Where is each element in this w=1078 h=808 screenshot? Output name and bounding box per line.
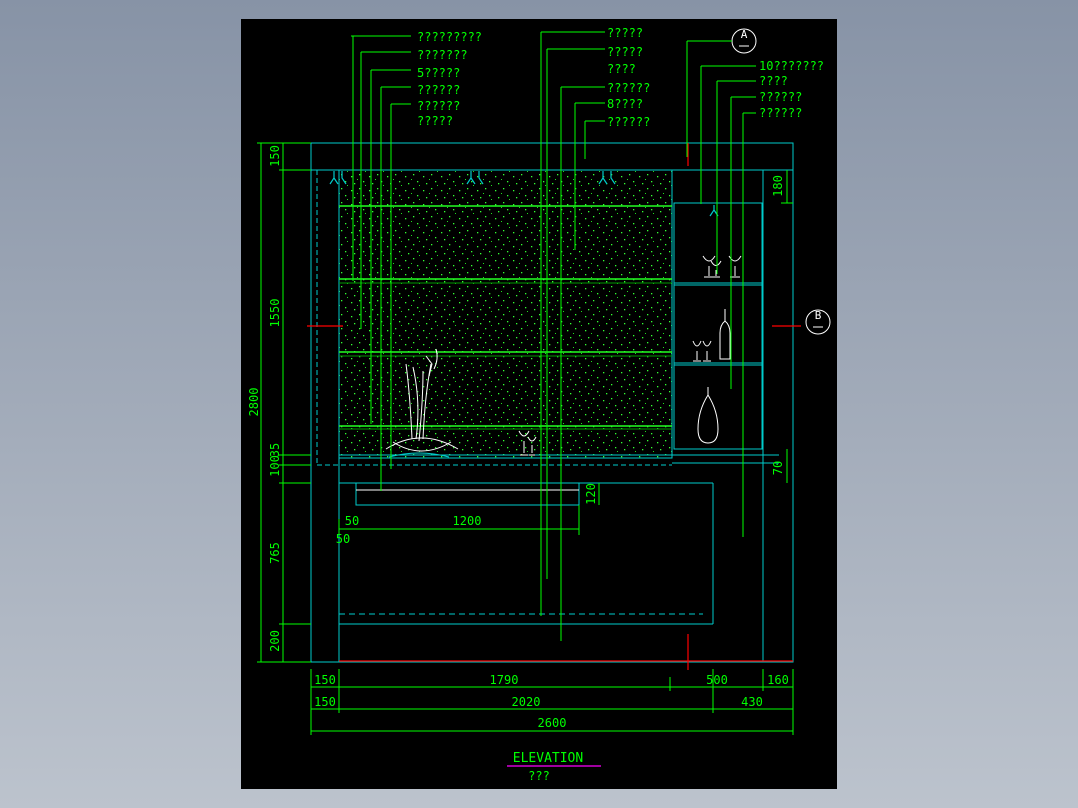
counter [339, 482, 714, 625]
dim-label: 1200 [453, 514, 482, 528]
plant [385, 348, 459, 458]
glassware [518, 255, 742, 456]
callout-label: 5????? [417, 66, 460, 80]
dim-label: 150 [314, 695, 336, 709]
dim-label: 200 [268, 630, 282, 652]
dim-label: 2800 [247, 388, 261, 417]
dimensions-left [257, 142, 311, 663]
callout-label: ????? [607, 26, 643, 40]
dimension-labels-right: 180 70 [771, 175, 785, 475]
dimensions-inner [338, 483, 600, 535]
callouts-mid: ????? ????? ???? ?????? 8???? ?????? [607, 26, 650, 129]
dimension-labels-bottom: 150 1790 500 160 150 2020 430 2600 [314, 673, 789, 730]
section-marker-a-label: A [741, 28, 748, 41]
axis-marks [307, 143, 801, 670]
callout-label: ???? [759, 74, 788, 88]
dim-label: 35 [268, 443, 282, 457]
drawing-title: ELEVATION ??? [507, 751, 601, 783]
callouts-right: 10??????? ???? ?????? ?????? [759, 59, 824, 120]
callout-label: ?????? [417, 99, 460, 113]
callout-label: ?????? [759, 106, 802, 120]
callout-label: ?????? [607, 81, 650, 95]
dimensions-bottom [310, 669, 794, 735]
cad-viewport[interactable]: A B ????????? ??????? 5????? ?????? ????… [241, 19, 837, 789]
dim-label: 2600 [538, 716, 567, 730]
leader-lines [351, 31, 756, 641]
callout-label: ????? [607, 45, 643, 59]
dim-label: 430 [741, 695, 763, 709]
dimensions-right [781, 170, 793, 483]
subtitle-text: ??? [528, 769, 550, 783]
dim-label: 500 [706, 673, 728, 687]
title-text: ELEVATION [513, 751, 583, 766]
dim-label: 180 [771, 175, 785, 197]
section-marker-b-label: B [815, 309, 822, 322]
dimension-labels-inner: 50 50 1200 120 [336, 483, 598, 546]
ceiling-lights [329, 171, 719, 217]
callout-label: 8???? [607, 97, 643, 111]
section-marker-a: A [687, 28, 757, 54]
dimension-labels-left: 150 1550 100 35 765 200 2800 [247, 145, 282, 652]
dim-label: 50 [336, 532, 350, 546]
section-marker-b: B [805, 309, 831, 335]
dim-label: 100 [268, 455, 282, 477]
callout-label: ??????? [417, 48, 468, 62]
callout-label: ?????? [759, 90, 802, 104]
dim-label: 120 [584, 483, 598, 505]
dim-label: 70 [771, 461, 785, 475]
callout-label: ?????? [417, 83, 460, 97]
dim-label: 765 [268, 542, 282, 564]
callout-label: ???? [607, 62, 636, 76]
display-shelf [672, 202, 779, 464]
callout-label: ????? [417, 114, 453, 128]
dim-label: 50 [345, 514, 359, 528]
callout-label: 10??????? [759, 59, 824, 73]
dim-label: 150 [268, 145, 282, 167]
stone-wall-panel [316, 169, 673, 466]
callouts-left: ????????? ??????? 5????? ?????? ?????? ?… [417, 30, 482, 128]
dim-label: 1790 [490, 673, 519, 687]
dim-label: 150 [314, 673, 336, 687]
dim-label: 1550 [268, 299, 282, 328]
dim-label: 160 [767, 673, 789, 687]
elevation-drawing: A B ????????? ??????? 5????? ?????? ????… [247, 26, 831, 783]
callout-label: ?????? [607, 115, 650, 129]
dim-label: 2020 [512, 695, 541, 709]
callout-label: ????????? [417, 30, 482, 44]
